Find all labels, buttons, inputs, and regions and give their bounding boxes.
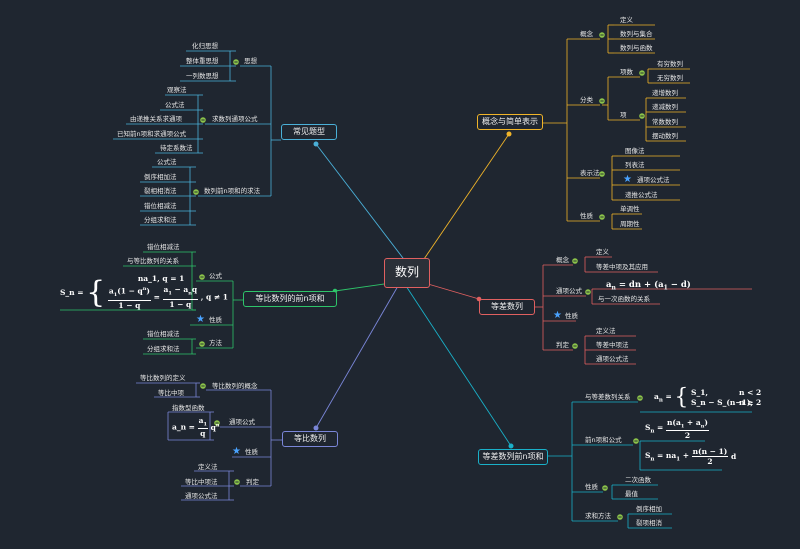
item-arithsum-xingzhi-1[interactable]: 最值: [625, 490, 638, 498]
item-geo-gainian-0[interactable]: 等比数列的定义: [140, 374, 186, 382]
label-arithsum-qiuhe[interactable]: 求和方法: [585, 512, 611, 520]
label-arithsum-guanxi[interactable]: 与等差数列关系: [585, 393, 631, 401]
formula-arithsum-sum1: Sn = n(a1 + an)2: [645, 418, 709, 440]
label-concept-xiangshu[interactable]: 项数: [620, 68, 633, 76]
label-tongxiang[interactable]: 求数列通项公式: [212, 115, 258, 123]
item-xiangshu-0[interactable]: 有穷数列: [657, 60, 683, 68]
label-geosum-gongshi[interactable]: 公式: [209, 272, 222, 280]
item-tongxiang-0[interactable]: 观察法: [167, 86, 187, 94]
label-sixiang[interactable]: 思想: [244, 57, 257, 65]
label-geo-panding[interactable]: 判定: [246, 478, 259, 486]
item-concept-xingzhi-0[interactable]: 单调性: [620, 205, 640, 213]
item-arith-panding-2[interactable]: 通项公式法: [596, 355, 629, 363]
item-geosum-gongshi-0[interactable]: 错位相减法: [147, 243, 180, 251]
item-geosum-fangfa-0[interactable]: 错位相减法: [147, 330, 180, 338]
item-qianxiang-0[interactable]: 公式法: [157, 158, 177, 166]
item-concept-gainian-1[interactable]: 数列与集合: [620, 30, 653, 38]
item-xiang-1[interactable]: 递减数列: [652, 103, 678, 111]
item-biaoshi-0[interactable]: 图像法: [625, 147, 645, 155]
item-geo-tongxiang-0[interactable]: 指数型函数: [172, 404, 205, 412]
item-tongxiang-2[interactable]: 由递推关系求通项: [130, 115, 182, 123]
item-biaoshi-3[interactable]: 递推公式法: [625, 191, 658, 199]
formula-arithsum-piecewise: an = { S_1,n < 2 S_n − S_(n−1),n ≥ 2: [654, 385, 762, 410]
node-arithmetic[interactable]: 等差数列: [479, 299, 535, 315]
node-arithmetic-sum[interactable]: 等差数列前n项和: [478, 449, 548, 465]
star-icon: ★: [623, 174, 632, 185]
node-common-problems[interactable]: 常见题型: [281, 124, 337, 140]
formula-arithsum-sum2: Sn = na1 + n(n − 1)2 d: [645, 447, 737, 466]
label-qianxiang[interactable]: 数列前n项和的求法: [204, 187, 261, 195]
item-geosum-gongshi-1[interactable]: 与等比数列的关系: [127, 257, 179, 265]
item-tongxiang-1[interactable]: 公式法: [165, 101, 185, 109]
item-xiang-3[interactable]: 摆动数列: [652, 132, 678, 140]
label-arith-panding[interactable]: 判定: [556, 341, 569, 349]
label-arith-gainian[interactable]: 概念: [556, 256, 569, 264]
item-geo-panding-1[interactable]: 等比中项法: [185, 478, 218, 486]
item-qianxiang-4[interactable]: 分组求和法: [144, 216, 177, 224]
item-arith-panding-0[interactable]: 定义法: [596, 327, 616, 335]
item-qianxiang-1[interactable]: 倒序相加法: [144, 173, 177, 181]
item-biaoshi-2[interactable]: 通项公式法: [637, 176, 670, 184]
item-geo-gainian-1[interactable]: 等比中项: [158, 389, 184, 397]
star-icon: ★: [196, 314, 205, 325]
label-geo-gainian[interactable]: 等比数列的概念: [212, 382, 258, 390]
star-icon: ★: [553, 310, 562, 321]
label-concept-biaoshi[interactable]: 表示法: [580, 169, 600, 177]
label-geosum-xingzhi[interactable]: 性质: [209, 316, 222, 324]
item-geo-panding-0[interactable]: 定义法: [198, 463, 218, 471]
item-arithsum-xingzhi-0[interactable]: 二次函数: [625, 476, 651, 484]
item-arith-panding-1[interactable]: 等差中项法: [596, 341, 629, 349]
item-arith-gainian-1[interactable]: 等差中项及其应用: [596, 263, 648, 271]
item-xiang-0[interactable]: 递增数列: [652, 89, 678, 97]
label-concept-xingzhi[interactable]: 性质: [580, 212, 593, 220]
label-arith-tongxiang[interactable]: 通项公式: [556, 287, 582, 295]
item-sixiang-0[interactable]: 化归思想: [192, 42, 218, 50]
item-tongxiang-3[interactable]: 已知前n项和求通项公式: [117, 130, 187, 138]
item-arithsum-qiuhe-1[interactable]: 裂项相消: [636, 519, 662, 527]
item-qianxiang-3[interactable]: 错位相减法: [144, 202, 177, 210]
item-arithsum-qiuhe-0[interactable]: 倒序相加: [636, 505, 662, 513]
formula-arith-general: an = dn + (a1 − d): [606, 280, 691, 292]
item-qianxiang-2[interactable]: 裂相相消法: [144, 187, 177, 195]
item-geo-panding-2[interactable]: 通项公式法: [185, 492, 218, 500]
label-arithsum-xingzhi[interactable]: 性质: [585, 483, 598, 491]
item-concept-xingzhi-1[interactable]: 周期性: [620, 220, 640, 228]
node-concept[interactable]: 概念与简单表示: [477, 114, 543, 130]
label-concept-xiang[interactable]: 项: [620, 111, 627, 119]
item-arith-gainian-0[interactable]: 定义: [596, 248, 609, 256]
star-icon: ★: [232, 446, 241, 457]
item-tongxiang-4[interactable]: 待定系数法: [160, 144, 193, 152]
item-arith-relation[interactable]: 与一次函数的关系: [598, 295, 650, 303]
center-node[interactable]: 数列: [384, 258, 430, 288]
label-geo-xingzhi[interactable]: 性质: [245, 448, 258, 456]
item-concept-gainian-2[interactable]: 数列与函数: [620, 44, 653, 52]
label-geo-tongxiang[interactable]: 通项公式: [229, 418, 255, 426]
node-geometric-sum[interactable]: 等比数列的前n项和: [243, 291, 337, 307]
item-xiang-2[interactable]: 常数数列: [652, 118, 678, 126]
formula-geosum: S_n = { na_1, q = 1 a1(1 − qn)1 − q = a1…: [60, 274, 228, 310]
node-geometric[interactable]: 等比数列: [282, 431, 338, 447]
item-sixiang-1[interactable]: 整体重思想: [186, 57, 219, 65]
item-concept-gainian-0[interactable]: 定义: [620, 16, 633, 24]
label-concept-fenlei[interactable]: 分类: [580, 96, 593, 104]
item-geosum-fangfa-1[interactable]: 分组求和法: [147, 345, 180, 353]
label-concept-gainian[interactable]: 概念: [580, 30, 593, 38]
label-geosum-fangfa[interactable]: 方法: [209, 339, 222, 347]
label-arith-xingzhi[interactable]: 性质: [565, 312, 578, 320]
item-biaoshi-1[interactable]: 列表法: [625, 161, 645, 169]
item-xiangshu-1[interactable]: 无穷数列: [657, 74, 683, 82]
label-arithsum-qianxiang[interactable]: 前n项和公式: [585, 436, 622, 444]
item-sixiang-2[interactable]: 一列数思想: [186, 72, 219, 80]
